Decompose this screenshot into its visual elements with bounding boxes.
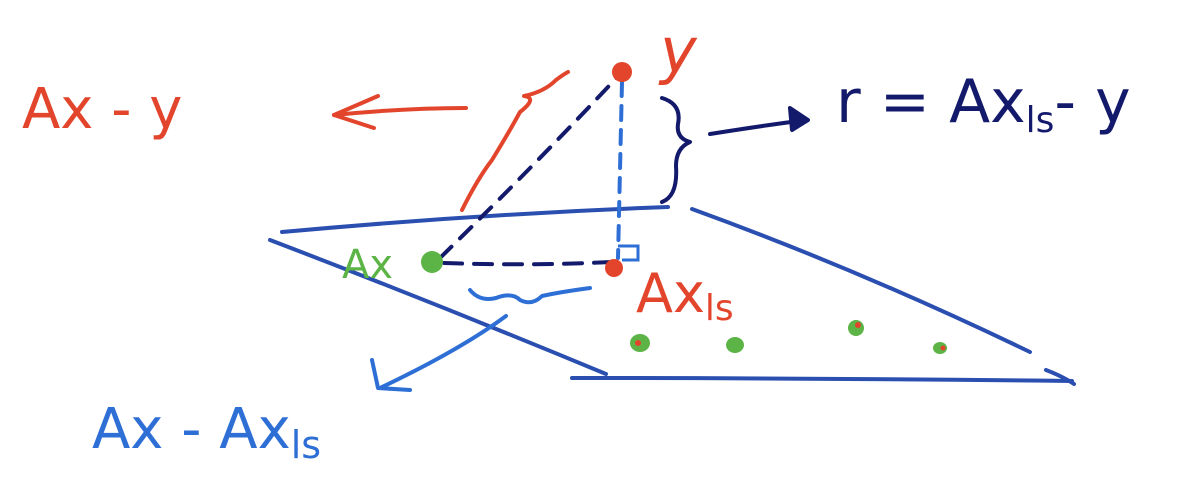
plane-point bbox=[848, 320, 864, 336]
blue-difference-indicator bbox=[370, 286, 592, 392]
label-ax-minus-y: Ax - y bbox=[22, 77, 182, 142]
residual-subscript: ls bbox=[1026, 100, 1055, 141]
residual-main: r = Ax bbox=[836, 67, 1026, 137]
red-curly-brace bbox=[460, 70, 570, 212]
point-ax bbox=[421, 251, 443, 273]
residual-tail: - y bbox=[1054, 67, 1130, 137]
point-axls bbox=[605, 259, 623, 277]
residual-brace bbox=[660, 96, 692, 204]
dashed-line-ax-to-y bbox=[438, 70, 624, 260]
dashed-line-ax-to-axls bbox=[442, 260, 614, 267]
axls-main: Ax bbox=[636, 262, 705, 325]
blue-arrow-to-difference bbox=[378, 314, 508, 390]
axls-subscript: ls bbox=[705, 288, 734, 329]
plane-edge-top bbox=[280, 205, 670, 234]
plane-edge-left bbox=[268, 238, 608, 376]
plane-edge-right-top bbox=[690, 207, 1032, 354]
plane-point bbox=[726, 337, 744, 353]
point-y bbox=[612, 62, 632, 82]
projection-line bbox=[616, 80, 624, 260]
blue-squiggle bbox=[468, 286, 592, 305]
label-ax-point: Ax bbox=[342, 242, 393, 288]
label-y: y bbox=[658, 14, 698, 87]
label-residual: r = Axls- y bbox=[836, 67, 1131, 141]
plane-edge-right-tip bbox=[1044, 368, 1076, 386]
diff-subscript: ls bbox=[291, 423, 321, 467]
label-axls: Axls bbox=[636, 262, 734, 329]
diff-main: Ax - Ax bbox=[92, 397, 291, 462]
red-arrow-to-ax-minus-y bbox=[332, 94, 468, 130]
plane-point bbox=[933, 342, 947, 354]
label-ax-minus-axls: Ax - Axls bbox=[92, 397, 321, 467]
right-angle-marker bbox=[618, 244, 640, 262]
plane-edge-bottom bbox=[570, 376, 1074, 383]
navy-arrow-to-residual bbox=[708, 106, 810, 136]
plane-sample-points bbox=[630, 320, 947, 354]
